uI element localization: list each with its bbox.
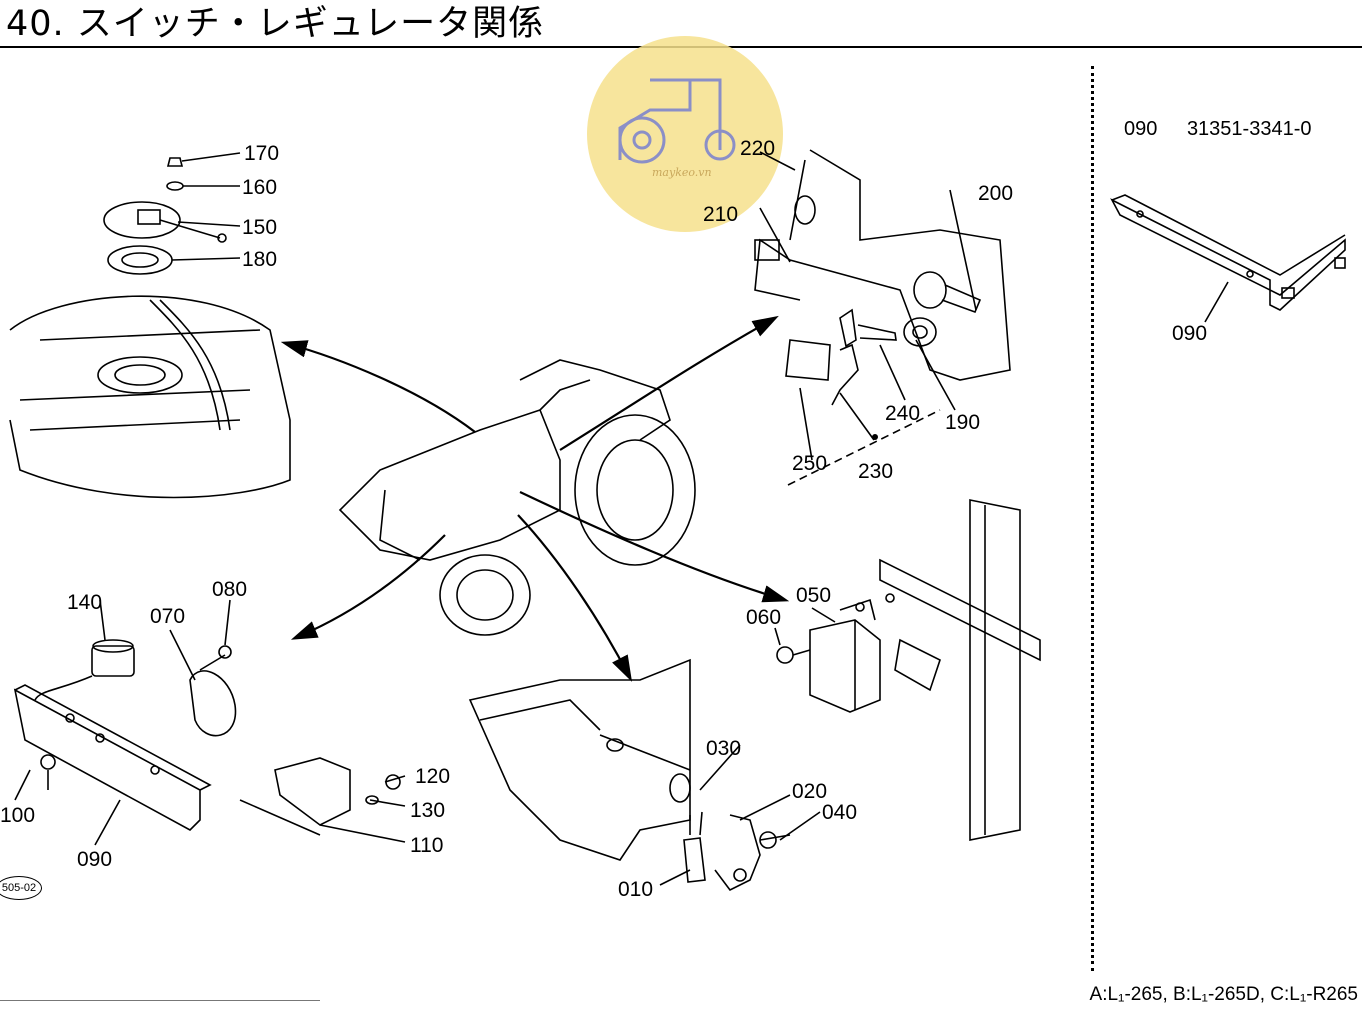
label-040: 040 bbox=[822, 801, 857, 824]
label-100: 100 bbox=[0, 804, 35, 827]
sidebar-bracket-drawing bbox=[1110, 194, 1346, 323]
sidebar-part-code: 31351-3341-0 bbox=[1186, 118, 1312, 140]
label-030: 030 bbox=[706, 737, 741, 760]
label-220: 220 bbox=[740, 137, 775, 160]
horn-bracket-drawing bbox=[13, 599, 406, 846]
set-marker bbox=[872, 434, 878, 440]
label-140: 140 bbox=[67, 591, 102, 614]
section-divider bbox=[1091, 66, 1094, 971]
tractor-drawing bbox=[338, 359, 696, 636]
fuel-tank-drawing bbox=[9, 152, 291, 499]
label-090-sidebar: 090 bbox=[1172, 322, 1207, 345]
label-250: 250 bbox=[792, 452, 827, 475]
page-title: 40. スイッチ・レギュレータ関係 bbox=[6, 4, 545, 44]
key-switch-drawing bbox=[754, 149, 1011, 486]
label-230: 230 bbox=[858, 460, 893, 483]
label-130: 130 bbox=[410, 799, 445, 822]
label-020: 020 bbox=[792, 780, 827, 803]
label-200: 200 bbox=[978, 182, 1013, 205]
callout-arrows bbox=[280, 315, 790, 682]
label-150: 150 bbox=[242, 216, 277, 239]
label-210: 210 bbox=[703, 203, 738, 226]
sidebar-part-number: 090 bbox=[1124, 118, 1158, 140]
label-010: 010 bbox=[618, 878, 653, 901]
flasher-frame-drawing bbox=[774, 499, 1041, 841]
label-170: 170 bbox=[244, 142, 279, 165]
watermark-logo: maykeo.vn bbox=[587, 36, 783, 232]
label-180: 180 bbox=[242, 248, 277, 271]
safety-switch-drawing bbox=[468, 658, 821, 892]
label-240: 240 bbox=[885, 402, 920, 425]
label-190: 190 bbox=[945, 411, 980, 434]
footer-models: A:L₁-265, B:L₁-265D, C:L₁-R265 bbox=[1089, 984, 1358, 1005]
label-160: 160 bbox=[242, 176, 277, 199]
sidebar-part-entry: 090 31351-3341-0 bbox=[1124, 118, 1312, 141]
page-code-badge: 505-02 bbox=[0, 876, 42, 900]
label-070: 070 bbox=[150, 605, 185, 628]
part-labels: 170 160 150 180 220 210 200 190 240 250 … bbox=[0, 137, 1207, 901]
footer-rule bbox=[0, 1000, 320, 1001]
label-090: 090 bbox=[77, 848, 112, 871]
label-120: 120 bbox=[415, 765, 450, 788]
label-060: 060 bbox=[746, 606, 781, 629]
label-110: 110 bbox=[410, 834, 443, 857]
label-080: 080 bbox=[212, 578, 247, 601]
watermark-text: maykeo.vn bbox=[652, 166, 712, 179]
label-050: 050 bbox=[796, 584, 831, 607]
